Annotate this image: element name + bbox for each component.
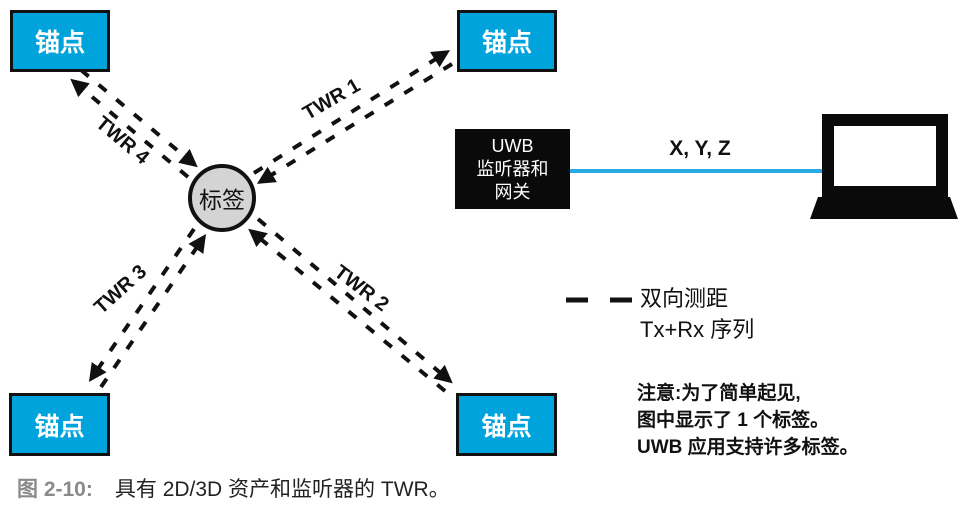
note: 注意:为了简单起见, 图中显示了 1 个标签。 UWB 应用支持许多标签。 xyxy=(637,380,859,461)
twr4-tx-dashed-arrow xyxy=(70,78,190,179)
twr1-rx-dashed-arrow xyxy=(256,62,454,184)
note-line-2: 图中显示了 1 个标签。 xyxy=(637,410,830,431)
legend-line-1: 双向测距 xyxy=(640,286,729,311)
anchor-box-top-left: 锚点 xyxy=(10,10,110,72)
twr4-rx-dashed-arrow xyxy=(79,68,198,168)
anchor-box-bottom-right: 锚点 xyxy=(456,393,557,456)
legend-line-2: Tx+Rx 序列 xyxy=(640,317,755,342)
xyz-label: X, Y, Z xyxy=(669,137,731,160)
twr1-tx-dashed-arrow xyxy=(252,50,451,175)
gateway-line-1: UWB xyxy=(491,135,534,156)
twr3-rx-dashed-arrow xyxy=(99,234,207,389)
twr2-rx-dashed-arrow xyxy=(248,228,447,393)
tag-label: 标签 xyxy=(199,187,245,213)
anchor-label: 锚点 xyxy=(34,412,85,441)
figure-caption: 图 2-10: 具有 2D/3D 资产和监听器的 TWR。 xyxy=(17,473,450,503)
anchor-label: 锚点 xyxy=(34,29,85,57)
twr2-tx-dashed-arrow xyxy=(256,217,453,384)
anchor-box-top-right: 锚点 xyxy=(457,10,557,72)
caption-text: 具有 2D/3D 资产和监听器的 TWR。 xyxy=(114,478,450,501)
gateway-line-2: 监听器和 xyxy=(476,158,549,179)
uwb-gateway-box: UWB 监听器和 网关 xyxy=(455,129,570,209)
laptop-icon xyxy=(810,114,958,219)
tag-circle: 标签 xyxy=(188,164,256,232)
note-line-3: UWB 应用支持许多标签。 xyxy=(637,437,859,458)
caption-number: 图 2-10: xyxy=(17,478,93,501)
anchor-label: 锚点 xyxy=(481,29,532,57)
anchor-box-bottom-left: 锚点 xyxy=(9,393,110,456)
legend: 双向测距 Tx+Rx 序列 xyxy=(640,283,754,345)
anchor-label: 锚点 xyxy=(481,412,532,441)
note-line-1: 注意:为了简单起见, xyxy=(637,383,801,404)
gateway-line-3: 网关 xyxy=(494,181,531,202)
twr3-tx-dashed-arrow xyxy=(88,227,196,382)
